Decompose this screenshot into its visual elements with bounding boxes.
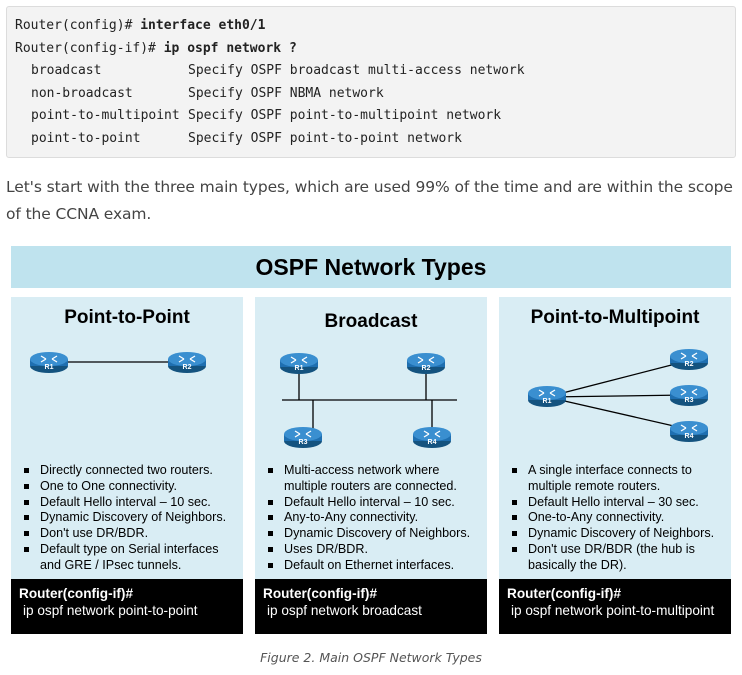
cli-option: non-broadcast Specify OSPF NBMA network [15, 83, 735, 106]
list-item: Don't use DR/BDR (the hub is basically t… [511, 542, 726, 574]
list-item: One to One connectivity. [23, 479, 226, 495]
point-to-multipoint-topology: R1 R2 R3 R4 [528, 349, 708, 442]
list-item: Any-to-Any connectivity. [267, 510, 482, 526]
cli-option-key: non-broadcast [31, 85, 133, 101]
list-item: Dynamic Discovery of Neighbors. [267, 526, 482, 542]
config-command: ip ospf network broadcast [267, 603, 422, 618]
config-command: ip ospf network point-to-point [23, 603, 198, 618]
list-item: Directly connected two routers. [23, 463, 226, 479]
cli-option-desc: Specify OSPF broadcast multi-access netw… [188, 63, 525, 79]
router-icon: R1 [30, 352, 68, 373]
router-icon: R1 [528, 386, 566, 407]
cli-option-key: broadcast [31, 63, 102, 79]
figure-caption: Figure 2. Main OSPF Network Types [260, 650, 482, 665]
bullet-list: Multi-access network where multiple rout… [267, 463, 482, 574]
bullet-list: A single interface connects to multiple … [511, 463, 726, 574]
list-item: Uses DR/BDR. [267, 542, 482, 558]
router-icon: R2 [407, 353, 445, 374]
list-item: Default on Ethernet interfaces. [267, 558, 482, 574]
cli-option: broadcast Specify OSPF broadcast multi-ac… [15, 60, 735, 83]
cli-option: point-to-multipoint Specify OSPF point-to… [15, 105, 735, 128]
router-label: R4 [428, 439, 437, 446]
cli-line-1: Router(config)# interface eth0/1 [15, 15, 735, 38]
cli-option: point-to-point Specify OSPF point-to-poin… [15, 128, 735, 151]
config-box-broadcast: Router(config-if)# ip ospf network broad… [255, 579, 487, 634]
panel-title: Broadcast [324, 311, 418, 332]
router-icon: R2 [670, 349, 708, 370]
router-icon: R3 [670, 385, 708, 406]
router-label: R1 [543, 398, 552, 405]
router-icon: R4 [413, 427, 451, 448]
cli-option-key: point-to-point [31, 130, 141, 146]
panel-point-to-point: Point-to-Point R1 R2 Directly connected … [11, 297, 243, 579]
list-item: Default Hello interval – 10 sec. [267, 495, 482, 511]
list-item: A single interface connects to multiple … [511, 463, 726, 495]
cli-command: ip ospf network ? [163, 40, 297, 56]
panel-broadcast: Broadcast R1 R2 [255, 297, 487, 579]
router-label: R2 [183, 364, 192, 371]
router-icon: R2 [168, 352, 206, 373]
router-label: R1 [295, 365, 304, 372]
ospf-network-types-figure: OSPF Network Types Point-to-Point R1 R2 … [0, 242, 742, 637]
list-item: Don't use DR/BDR. [23, 526, 226, 542]
list-item: Default Hello interval – 30 sec. [511, 495, 726, 511]
config-command: ip ospf network point-to-multipoint [511, 603, 715, 618]
bullet-list: Directly connected two routers. One to O… [23, 463, 226, 574]
cli-prompt: Router(config)# [15, 18, 141, 33]
cli-command: interface eth0/1 [140, 18, 266, 33]
figure-title: OSPF Network Types [11, 246, 731, 288]
router-label: R1 [45, 364, 54, 371]
router-icon: R3 [284, 427, 322, 448]
router-label: R4 [685, 433, 694, 440]
config-header: Router(config-if)# [263, 586, 378, 601]
router-label: R3 [685, 397, 694, 404]
list-item: Dynamic Discovery of Neighbors. [23, 510, 226, 526]
panel-title: Point-to-Multipoint [530, 307, 700, 328]
config-header: Router(config-if)# [507, 586, 622, 601]
cli-option-desc: Specify OSPF point-to-point network [188, 130, 462, 146]
list-item: Default Hello interval – 10 sec. [23, 495, 226, 511]
config-header: Router(config-if)# [19, 586, 134, 601]
cli-option-desc: Specify OSPF NBMA network [188, 85, 384, 101]
list-item: Dynamic Discovery of Neighbors. [511, 526, 726, 542]
cli-option-desc: Specify OSPF point-to-multipoint network [188, 108, 502, 124]
point-to-point-topology: R1 R2 [30, 352, 206, 373]
cli-prompt: Router(config-if)# [15, 40, 164, 56]
cli-line-2: Router(config-if)# ip ospf network ? [15, 38, 735, 61]
list-item: One-to-Any connectivity. [511, 510, 726, 526]
router-icon: R1 [280, 353, 318, 374]
router-label: R2 [685, 361, 694, 368]
panel-point-to-multipoint: Point-to-Multipoint R1 R2 [499, 297, 731, 579]
panel-title: Point-to-Point [64, 307, 190, 328]
router-label: R3 [299, 439, 308, 446]
intro-paragraph: Let's start with the three main types, w… [6, 178, 733, 223]
router-label: R2 [422, 365, 431, 372]
router-icon: R4 [670, 421, 708, 442]
broadcast-topology: R1 R2 R3 R4 [280, 353, 457, 448]
list-item: Default type on Serial interfaces and GR… [23, 542, 223, 574]
config-box-point-to-multipoint: Router(config-if)# ip ospf network point… [499, 579, 731, 634]
config-box-point-to-point: Router(config-if)# ip ospf network point… [11, 579, 243, 634]
list-item: Multi-access network where multiple rout… [267, 463, 482, 495]
cli-option-key: point-to-multipoint [31, 108, 180, 124]
